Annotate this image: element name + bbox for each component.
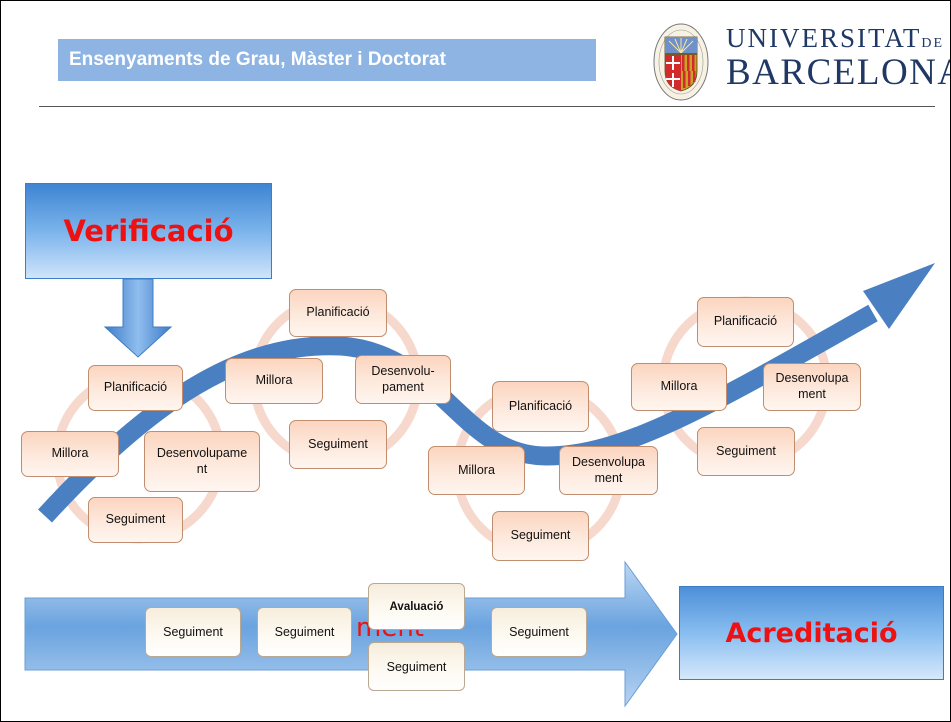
progress-wave-arrow: [38, 304, 878, 523]
cycle4-improvement-node: Millora: [631, 363, 727, 411]
cycle2-development-node: Desenvolu- pament: [355, 355, 451, 404]
verification-down-arrow: [103, 278, 173, 358]
cycle2-monitoring-node: Seguiment: [289, 420, 387, 469]
cycle3-monitoring-node: Seguiment: [492, 511, 589, 561]
timeline-step-1: Seguiment: [145, 607, 241, 657]
university-name-line2: BARCELONA: [726, 52, 951, 93]
cycle1-monitoring-node: Seguiment: [88, 497, 183, 543]
timeline-step-2: Seguiment: [257, 607, 352, 657]
timeline-step-3: Seguiment: [491, 607, 587, 657]
university-name-de: DE: [921, 36, 944, 51]
university-name-line1: UNIVERSITAT: [726, 23, 922, 53]
header-title: Ensenyaments de Grau, Màster i Doctorat: [58, 39, 596, 81]
timeline-evaluation-followup: Seguiment: [368, 642, 465, 691]
header-divider: [39, 106, 935, 107]
cycle4-development-node: Desenvolupa ment: [763, 363, 861, 411]
cycle3-planning-node: Planificació: [492, 381, 589, 432]
cycle4-monitoring-node: Seguiment: [697, 427, 795, 476]
cycle1-planning-node: Planificació: [88, 365, 183, 411]
cycle3-improvement-node: Millora: [428, 446, 525, 495]
cycle4-planning-node: Planificació: [697, 297, 794, 347]
cycle2-planning-node: Planificació: [289, 289, 387, 337]
timeline-evaluation-node: Avaluació: [368, 583, 465, 630]
cycle1-improvement-node: Millora: [21, 431, 119, 477]
university-crest-icon: [653, 23, 709, 101]
accreditation-box: Acreditació: [679, 586, 944, 680]
cycle3-development-node: Desenvolupa ment: [559, 446, 658, 495]
verification-box: Verificació: [25, 183, 272, 279]
university-name: UNIVERSITATDE BARCELONA: [726, 23, 951, 93]
cycle2-improvement-node: Millora: [225, 358, 323, 404]
cycle1-development-node: Desenvolupame nt: [144, 431, 260, 492]
progress-wave-arrowhead: [863, 263, 935, 329]
